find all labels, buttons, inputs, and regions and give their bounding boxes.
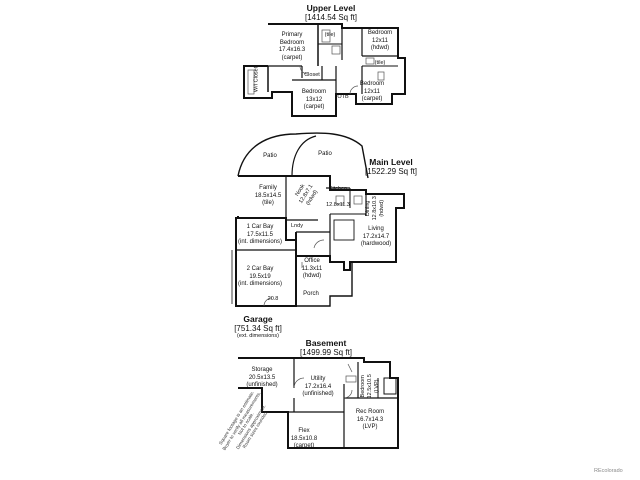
room-tile-bath-1: (tile): [324, 32, 336, 38]
room-1-car-bay: 1 Car Bay 17.5x11.5 (int. dimensions): [237, 224, 283, 245]
room-storage: Storage 20.5x13.5 (unfinished): [246, 367, 278, 388]
room-primary-bedroom: Primary Bedroom 17.4x16.3 (carpet): [278, 32, 306, 61]
room-walk-in-closet: W/I Closet: [253, 66, 260, 93]
garage-ext-note: (ext. dimensions): [237, 333, 279, 339]
room-otb: OTB: [337, 94, 349, 100]
garage-walls: [231, 216, 297, 307]
upper-level-walls: [243, 23, 406, 117]
room-dining: Dining 12.8x10.3 (hdwd): [364, 196, 385, 221]
upper-level-heading: Upper Level: [306, 3, 356, 13]
room-rec-room: Rec Room 16.7x14.3 (LVP): [355, 409, 385, 430]
room-living: Living 17.2x14.7 (hardwood): [360, 226, 392, 247]
room-basement-bedroom: Bedroom 12.5x10.5 (LVP): [359, 374, 380, 399]
room-flex: Flex 18.5x10.8 (carpet): [290, 428, 318, 449]
room-kitchen-dims: 12.8x11.3: [326, 202, 350, 208]
garage-width: 20.8: [267, 296, 279, 302]
upper-level-area: [1414.54 Sq ft]: [304, 13, 358, 22]
room-bedroom-mid: Bedroom 13x12 (carpet): [301, 89, 327, 110]
main-level-heading: Main Level: [369, 157, 413, 167]
main-level-area: [1522.29 Sq ft]: [364, 167, 418, 176]
room-patio-left: Patio: [263, 153, 277, 159]
room-tile-bath-2: (tile): [374, 60, 386, 66]
room-patio-right: Patio: [318, 151, 332, 157]
room-laundry: Lndy: [291, 223, 303, 229]
watermark-recolorado: REcolorado: [594, 468, 623, 474]
room-office: Office 11.3x11 (hdwd): [301, 258, 323, 279]
room-kitchen: Kitchen: [328, 186, 348, 192]
basement-heading: Basement: [305, 338, 347, 348]
room-utility: Utility 17.2x16.4 (unfinished): [302, 376, 334, 397]
garage-heading: Garage: [243, 314, 273, 324]
room-bedroom-se: Bedroom 12x11 (carpet): [359, 81, 385, 102]
room-bedroom-ne: Bedroom 12x11 (hdwd): [367, 30, 393, 51]
room-2-car-bay: 2 Car Bay 19.5x19 (int. dimensions): [237, 266, 283, 287]
basement-area: [1499.99 Sq ft]: [299, 348, 353, 357]
room-closet: Closet: [304, 72, 320, 78]
garage-area: [751.34 Sq ft]: [234, 324, 282, 333]
room-porch: Porch: [303, 291, 319, 297]
room-family: Family 18.5x14.5 (tile): [254, 185, 282, 206]
basement-walls: [238, 357, 399, 449]
